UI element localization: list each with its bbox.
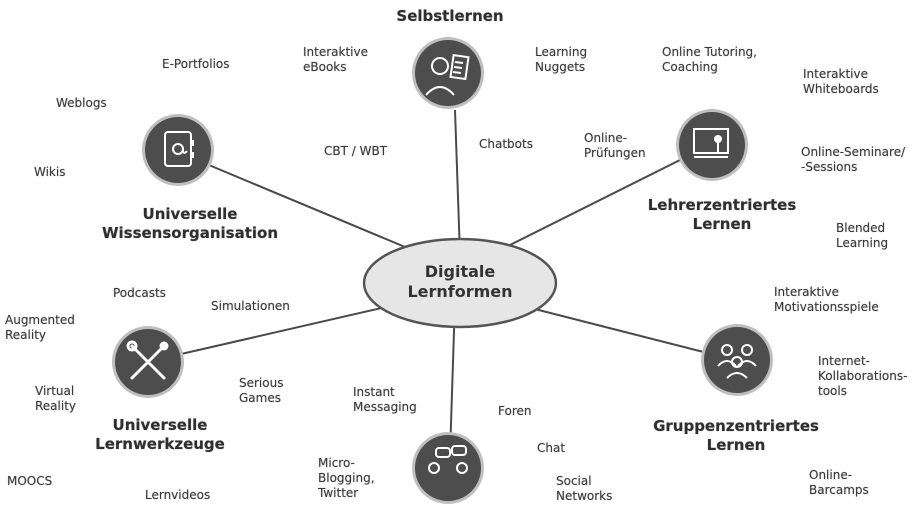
item-online-seminare: Online-Seminare/ -Sessions (801, 145, 906, 174)
item-moocs: MOOCS (7, 474, 53, 488)
hub-kommunikation (412, 432, 484, 504)
item-podcasts: Podcasts (113, 286, 166, 300)
hub-gruppenzentriert (701, 324, 773, 396)
item-wikis: Wikis (34, 165, 66, 179)
hub-label-lernwerkzeuge: Universelle Lernwerkzeuge (95, 416, 225, 453)
item-blended-learning: Blended Learning (836, 221, 889, 250)
hub-lernwerkzeuge (112, 326, 184, 398)
item-e-portfolios: E-Portfolios (162, 57, 230, 71)
item-interaktive-motivationsspiele: Interaktive Motivationsspiele (774, 285, 879, 314)
hub-selbstlernen (412, 37, 484, 109)
hub-label-gruppenzentriert: Gruppenzentriertes Lernen (653, 417, 819, 454)
group-people-icon (717, 344, 757, 379)
item-simulationen: Simulationen (211, 299, 290, 313)
hub-label-selbstlernen: Selbstlernen (396, 7, 504, 25)
item-interaktive-ebooks: Interaktive eBooks (303, 45, 368, 74)
item-chat: Chat (537, 441, 566, 455)
item-weblogs: Weblogs (56, 96, 107, 110)
hub-label-lehrerzentriert: Lehrerzentriertes Lernen (647, 196, 797, 233)
center-label: Digitale Lernformen (407, 262, 513, 301)
whiteboard-teacher-icon (693, 128, 729, 158)
spoke-selbstlernen (454, 109, 461, 256)
item-chatbots: Chatbots (479, 137, 533, 151)
item-virtual-reality: Virtual Reality (35, 384, 77, 413)
item-learning-nuggets: Learning Nuggets (535, 45, 588, 74)
center-ellipse (362, 237, 558, 329)
item-serious-games: Serious Games (239, 376, 284, 405)
hub-lehrerzentriert (676, 109, 748, 181)
item-social-networks: Social Networks (556, 474, 613, 503)
item-internet-kollaborationstools: Internet- Kollaborations- tools (818, 354, 908, 398)
item-online-tutoring: Online Tutoring, Coaching (662, 45, 757, 74)
hub-wissensorganisation (142, 114, 214, 186)
item-cbt-wbt: CBT / WBT (324, 144, 388, 158)
item-online-pruefungen: Online- Prüfungen (584, 131, 646, 160)
address-book-icon (164, 131, 194, 167)
item-online-barcamps: Online- Barcamps (809, 468, 869, 497)
item-micro-blogging: Micro- Blogging, Twitter (318, 456, 375, 500)
item-lernvideos: Lernvideos (145, 488, 211, 502)
item-foren: Foren (498, 404, 532, 418)
item-augmented-reality: Augmented Reality (5, 313, 75, 342)
tools-icon (126, 340, 169, 380)
hub-label-wissensorganisation: Universelle Wissensorganisation (101, 205, 279, 242)
item-interaktive-whiteboards: Interaktive Whiteboards (803, 67, 879, 96)
item-instant-messaging: Instant Messaging (353, 385, 417, 414)
reading-person-icon (425, 54, 470, 96)
chat-people-icon (428, 445, 468, 474)
